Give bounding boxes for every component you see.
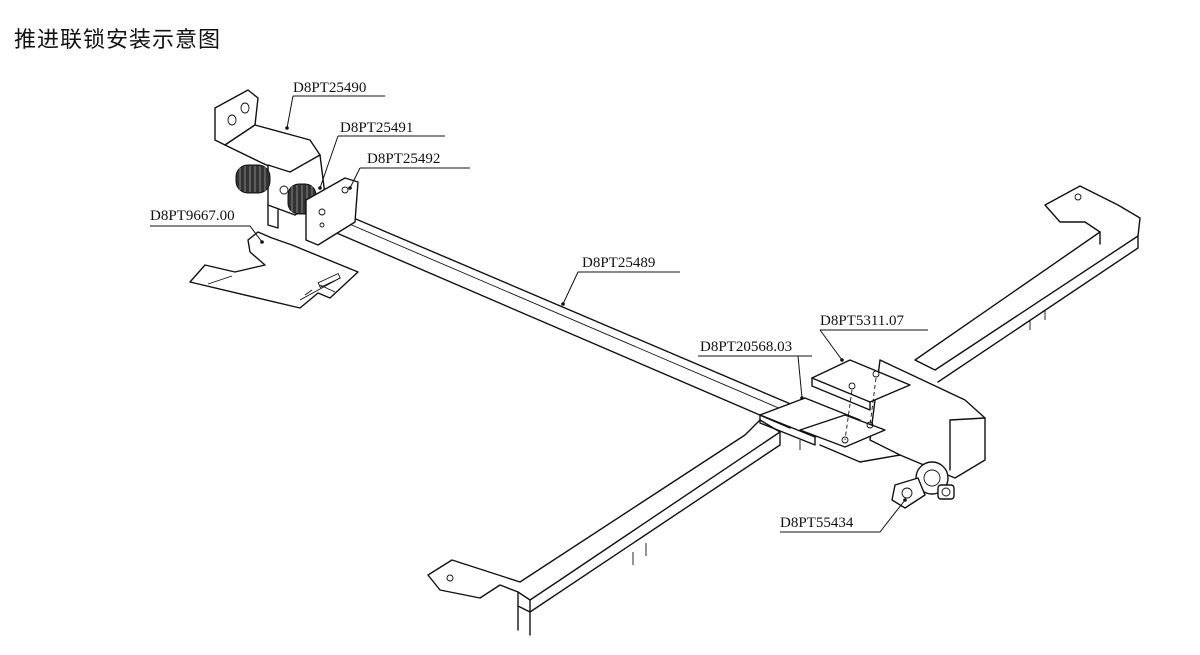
page-title: 推进联锁安装示意图: [14, 28, 222, 53]
frame-rail-bottom: [427, 419, 801, 636]
callout-5311: D8PT5311.07: [819, 313, 928, 362]
push-rod: [320, 206, 801, 429]
callout-25489: D8PT25489: [561, 255, 680, 306]
callout-25490: D8PT25490: [285, 80, 385, 130]
callout-20568: D8PT20568.03: [698, 339, 812, 400]
label-20568: D8PT20568.03: [700, 339, 792, 355]
label-25491: D8PT25491: [340, 120, 413, 136]
frame-rail-top: [914, 185, 1141, 383]
callout-25491: D8PT25491: [318, 120, 445, 190]
plate-25491: [305, 177, 359, 246]
label-25489: D8PT25489: [582, 255, 655, 271]
knob-55434: [891, 461, 955, 509]
plate-5311: [811, 359, 911, 441]
callout-55434: D8PT55434: [780, 498, 907, 533]
lever-9667: [189, 231, 359, 309]
label-25492: D8PT25492: [367, 151, 440, 167]
label-9667: D8PT9667.00: [150, 208, 235, 224]
label-5311: D8PT5311.07: [820, 313, 905, 329]
plate-20568: [759, 397, 886, 448]
label-25490: D8PT25490: [293, 80, 366, 96]
spring-left: [235, 164, 271, 194]
callout-9667: D8PT9667.00: [150, 208, 264, 244]
callout-25492: D8PT25492: [348, 151, 470, 190]
label-55434: D8PT55434: [780, 515, 854, 531]
